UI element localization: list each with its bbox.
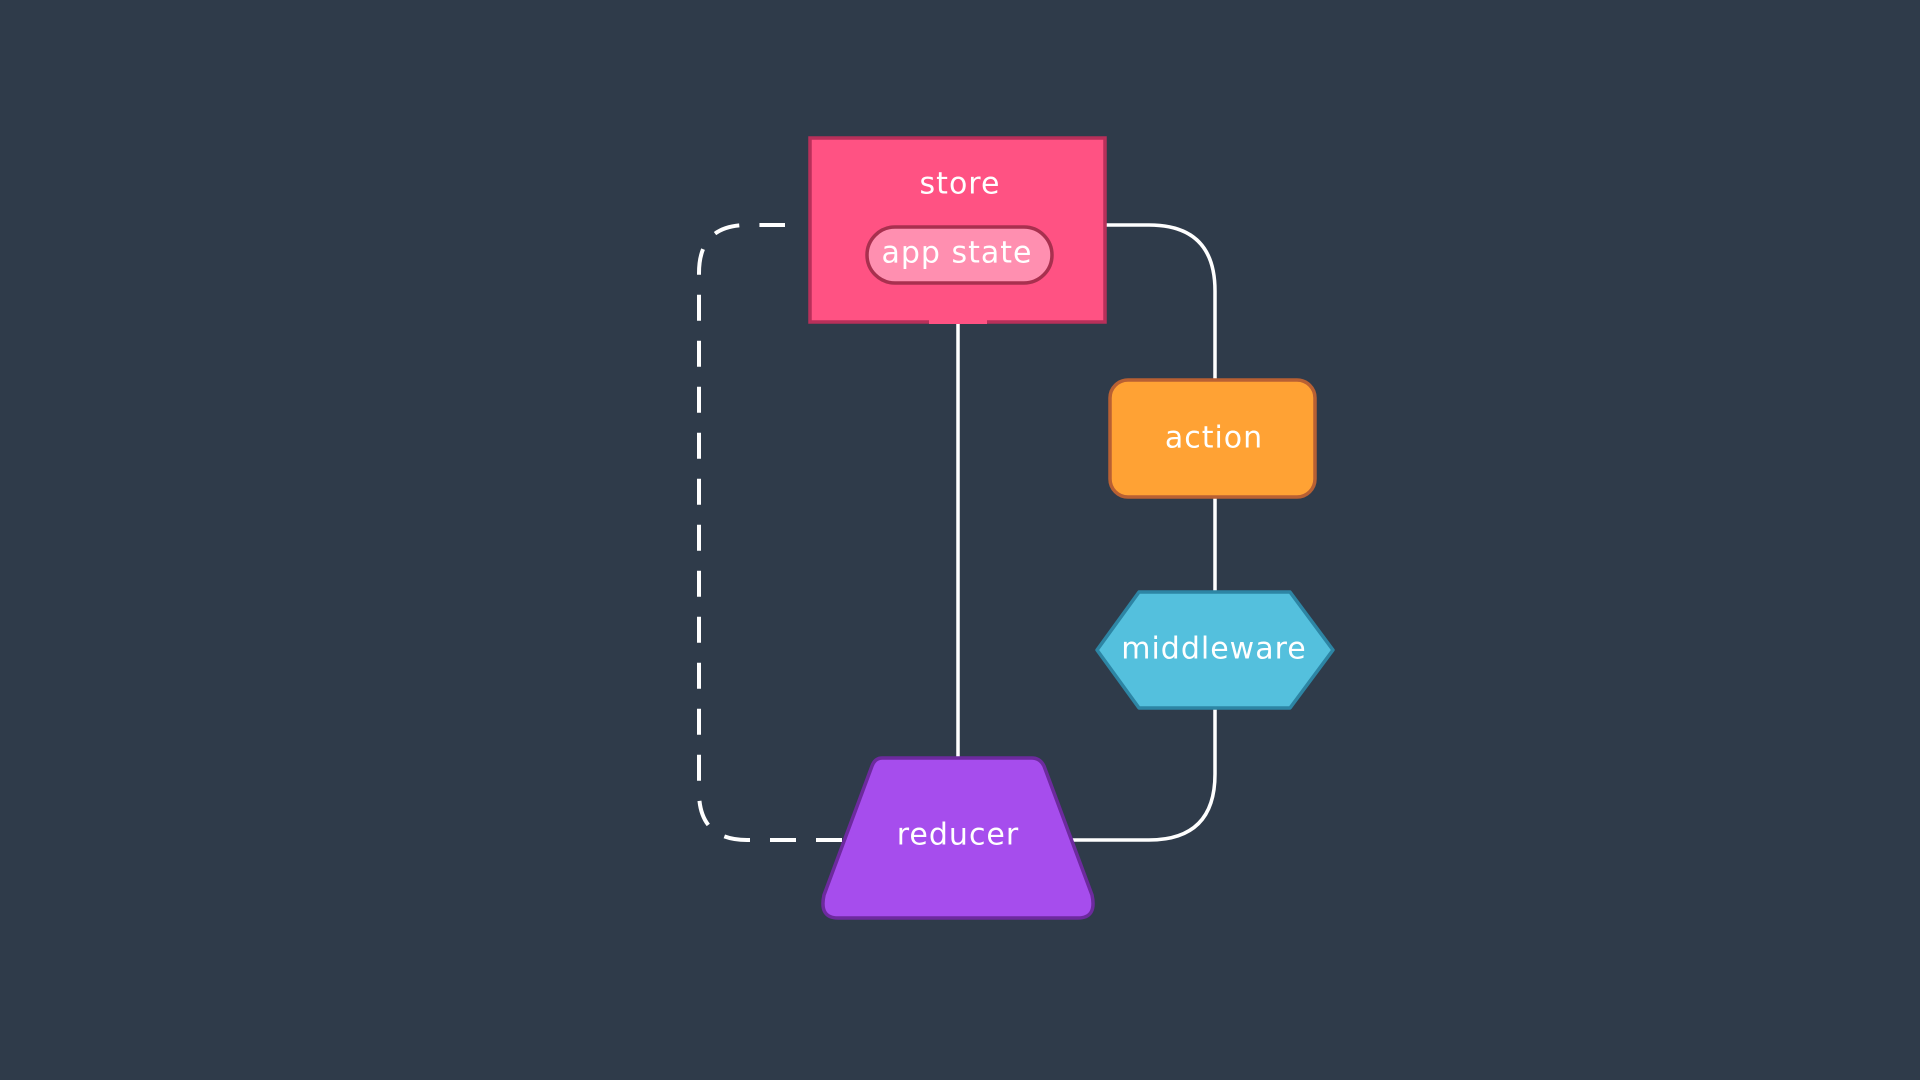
reducer-label: reducer [897, 818, 1019, 853]
app-state-label: app state [881, 236, 1032, 271]
action-label: action [1165, 421, 1263, 456]
store-bottom-notch [929, 319, 987, 324]
reducer-trapezoid [821, 756, 1095, 920]
edge-reducer-to-store-dashed [697, 223, 842, 842]
action-box [1108, 378, 1317, 499]
middleware-node: middleware [1095, 590, 1335, 710]
edge-store-to-action [1106, 223, 1217, 380]
action-node: action [1108, 378, 1317, 499]
middleware-hexagon [1095, 590, 1335, 710]
app-state-node: app state [865, 225, 1054, 285]
middleware-label: middleware [1121, 632, 1307, 667]
reducer-node: reducer [821, 756, 1095, 920]
app-state-pill [865, 225, 1054, 285]
store-label: store [920, 167, 1001, 202]
edge-middleware-to-reducer [1072, 708, 1217, 842]
